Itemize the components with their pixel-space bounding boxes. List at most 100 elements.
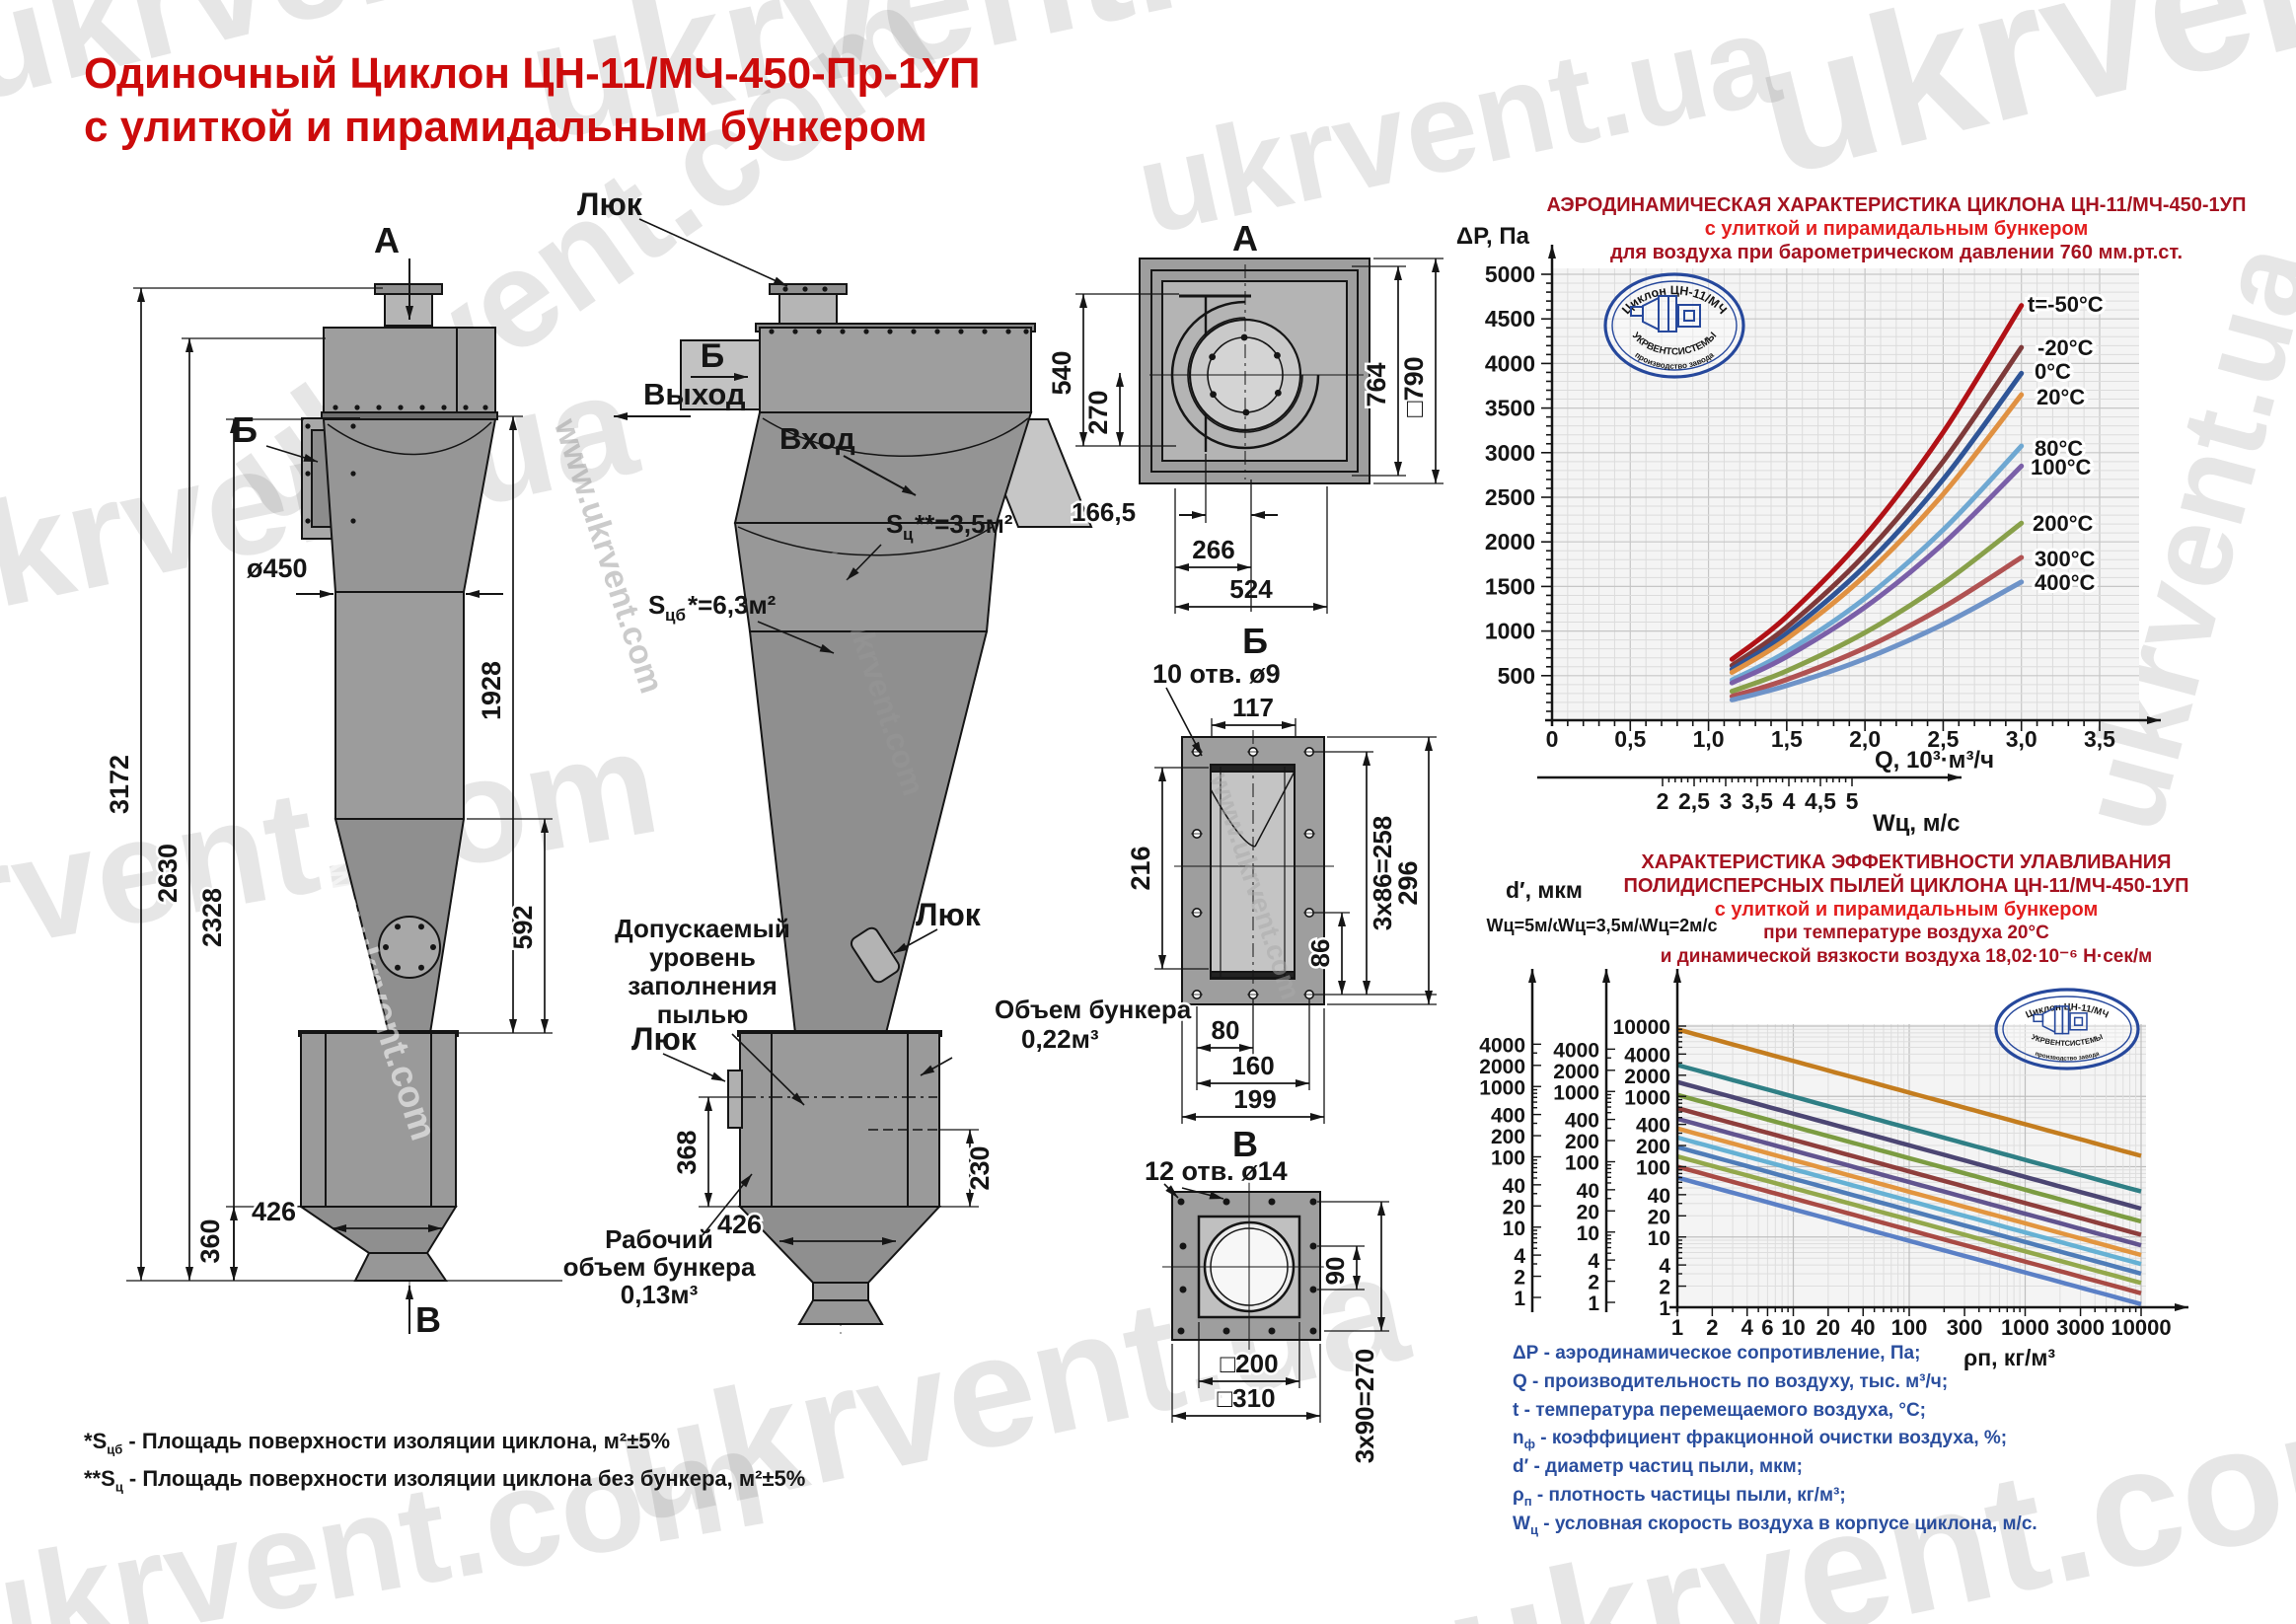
symbols-legend: ΔP - аэродинамическое сопротивление, Па;… <box>1513 1342 2037 1541</box>
efficiency-line-20% <box>1676 1164 2142 1295</box>
x-tick-label: 2 <box>1706 1315 1718 1340</box>
dim-text: □200 <box>1220 1349 1278 1378</box>
dim-text: 2328 <box>197 888 227 947</box>
front-foot-flange <box>353 1252 448 1282</box>
dim-text: 426 <box>717 1210 762 1239</box>
dim-text: □790 <box>1399 356 1429 416</box>
dim-text: 216 <box>1126 846 1155 890</box>
efficiency-line-30% <box>1676 1153 2142 1286</box>
leader-line <box>638 218 788 287</box>
drawing-label: пылью <box>657 999 749 1029</box>
y-tick-label: 1 <box>1588 1292 1599 1315</box>
x-axis-title: ρп, кг/м³ <box>1963 1345 2055 1370</box>
efficiency-line-40% <box>1676 1144 2142 1277</box>
curve-label: 100°C <box>2031 455 2092 480</box>
leader-line <box>731 1033 805 1106</box>
dim-text: 764 <box>1362 362 1391 406</box>
leader-line <box>846 544 882 581</box>
x-tick-label: 100 <box>1891 1315 1928 1340</box>
y-tick-label: 4000 <box>1485 350 1535 376</box>
dim-text: 166,5 <box>1072 497 1136 527</box>
efficiency-line-60% <box>1676 1126 2142 1258</box>
y-tick-label: 200 <box>1636 1136 1670 1158</box>
drawing-label: Б <box>1242 621 1268 661</box>
x-tick-label: 10 <box>1781 1315 1805 1340</box>
front-pyramid-hopper <box>297 1206 458 1254</box>
drawing-label: заполнения <box>628 971 778 1000</box>
aero-chart-title-line2: с улиткой и пирамидальным бункером <box>1704 218 2089 240</box>
x-tick-label: 3000 <box>2056 1315 2105 1340</box>
y-tick-label: 4 <box>1514 1245 1525 1268</box>
drawing-label: ц <box>903 525 914 544</box>
curve-0°C <box>1729 370 2025 672</box>
dim-text: 368 <box>672 1130 702 1174</box>
efficiency-chart-title-line2: ПОЛИДИСПЕРСНЫХ ПЫЛЕЙ ЦИКЛОНА ЦН-11/МЧ-45… <box>1623 875 2189 897</box>
logo-cyclone-icon <box>2033 1005 2088 1035</box>
w-tick-label: 2,5 <box>1678 788 1710 814</box>
legend-item: ρп - плотность частицы пыли, кг/м³; <box>1513 1484 1846 1509</box>
drawing-label: А <box>1232 218 1258 258</box>
drawing-label: объем бункера <box>563 1252 756 1282</box>
y-tick-label: 2000 <box>1479 1056 1525 1078</box>
curve-label: 0°C <box>2035 359 2071 384</box>
dim-text: 2630 <box>153 844 183 903</box>
efficiency-chart-title-line1: ХАРАКТЕРИСТИКА ЭФФЕКТИВНОСТИ УЛАВЛИВАНИЯ <box>1641 851 2172 873</box>
drawing-label: S <box>886 509 903 539</box>
curve-400°C <box>1729 579 2025 702</box>
y-tick-label: 40 <box>1503 1175 1525 1198</box>
legend-item: Wц - условная скорость воздуха в корпусе… <box>1513 1513 2037 1537</box>
y-tick-label: 200 <box>1565 1131 1599 1153</box>
side-pyramid-hopper <box>737 1206 942 1284</box>
x-tick-label: 3,0 <box>2006 726 2037 752</box>
drawing-label: 0,13м³ <box>621 1280 699 1309</box>
y-tick-label: 4500 <box>1485 306 1535 332</box>
dim-text: 117 <box>1232 693 1274 722</box>
side-bunker-hatch <box>727 1070 743 1129</box>
x-tick-label: 0,5 <box>1614 726 1646 752</box>
y-tick-label: 400 <box>1491 1105 1525 1128</box>
y-tick-label: 200 <box>1491 1126 1525 1148</box>
leader-line <box>920 1057 953 1076</box>
front-view-drawing <box>126 264 562 1294</box>
section-b-drawing <box>1174 730 1334 1012</box>
curve-label: 20°C <box>2037 385 2085 409</box>
y-tick-label: 40 <box>1577 1180 1599 1203</box>
leader-line <box>662 1053 726 1082</box>
page-title: Одиночный Циклон ЦН-11/МЧ-450-Пр-1УП с у… <box>84 47 980 154</box>
x-tick-label: 2,5 <box>1927 726 1959 752</box>
efficiency-chart-title-line3: с улиткой и пирамидальным бункером <box>1714 899 2099 921</box>
leader-line <box>1181 1187 1224 1200</box>
drawing-label: *=6,3м² <box>688 590 777 620</box>
y-tick-label: 2 <box>1588 1272 1599 1294</box>
y-tick-label: 5000 <box>1485 261 1535 287</box>
dim-text: 86 <box>1305 939 1335 968</box>
footnote-2: **Sц - Площадь поверхности изоляции цикл… <box>84 1466 806 1495</box>
curve-80°C <box>1729 443 2025 683</box>
y-tick-label: 20 <box>1503 1196 1525 1218</box>
drawing-label: 12 отв. ø14 <box>1145 1156 1288 1186</box>
d-axis-title: d′, мкм <box>1506 877 1583 903</box>
y-axis-title: Wц=5м/с <box>1487 916 1563 935</box>
drawing-label: S <box>648 590 665 620</box>
y-axis-title: ΔP, Па <box>1456 223 1530 250</box>
efficiency-line-10% <box>1676 1175 2142 1306</box>
leader-line <box>1163 1183 1179 1199</box>
drawing-label: уровень <box>649 942 756 972</box>
y-tick-label: 2 <box>1514 1267 1525 1290</box>
dim-text: 540 <box>1047 350 1076 395</box>
leader-line <box>265 445 319 463</box>
plot-area <box>1677 1024 2146 1307</box>
side-spiral-housing <box>759 327 1032 413</box>
drawing-label: Люк <box>631 1021 698 1057</box>
curve-label: t=-50°C <box>2028 292 2104 317</box>
curve-300°C <box>1729 554 2025 700</box>
efficiency-chart-title: ХАРАКТЕРИСТИКА ЭФФЕКТИВНОСТИ УЛАВЛИВАНИЯ… <box>1539 850 2273 969</box>
drawing-label: 0,22м³ <box>1021 1024 1099 1054</box>
y-tick-label: 4000 <box>1553 1039 1599 1062</box>
y-tick-label: 1000 <box>1624 1086 1670 1109</box>
y-tick-label: 4000 <box>1624 1044 1670 1067</box>
